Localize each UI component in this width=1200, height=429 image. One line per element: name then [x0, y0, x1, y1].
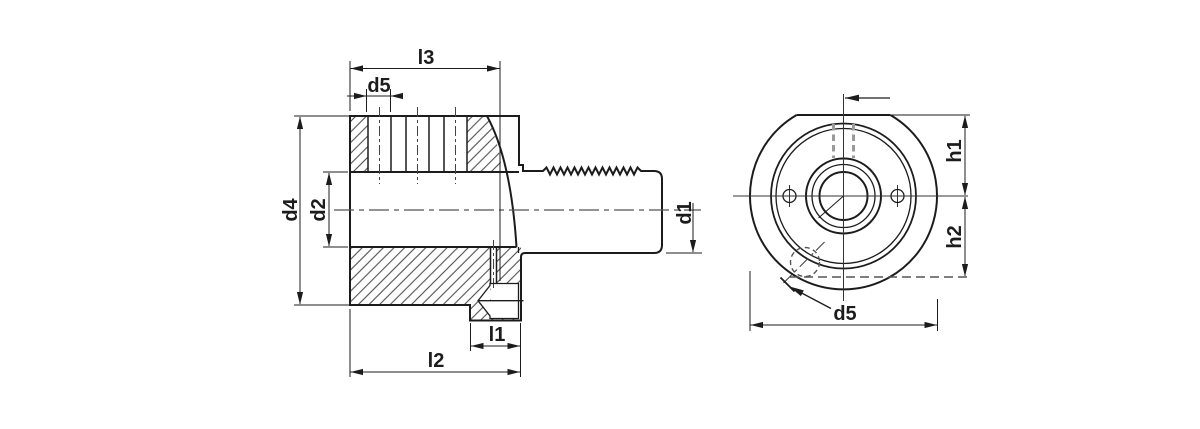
dimension-d4: d4: [280, 115, 349, 306]
dim-label-d4: d4: [280, 197, 302, 221]
arrowhead: [961, 183, 969, 196]
hatch-fill: [467, 116, 502, 172]
hatch-fill: [496, 247, 521, 284]
arrowhead: [350, 65, 363, 72]
pointer-arrow-icon: [789, 286, 804, 297]
dimension-d2: d2: [308, 171, 348, 248]
hidden-screw-circle: [789, 246, 821, 278]
screw-axis-line: [782, 241, 825, 284]
arrowhead: [296, 116, 304, 129]
dimension-h1: h1: [892, 114, 970, 196]
arrowhead: [325, 172, 333, 185]
arrowhead: [325, 234, 333, 247]
neck-curve: [486, 115, 518, 248]
dim-label-d5-slot: d5: [367, 75, 390, 97]
side-view: l3 d5 d4 d2: [280, 47, 702, 377]
arrowhead: [507, 368, 520, 376]
bore-radius-line: [818, 195, 844, 219]
dim-label-l2: l2: [428, 350, 445, 372]
direction-arrow-icon: [845, 94, 859, 102]
arrowhead: [390, 92, 403, 100]
dim-label-h1: h1: [944, 139, 966, 162]
arrowhead: [471, 342, 484, 350]
hatch-fill: [350, 116, 368, 172]
arrowhead: [961, 264, 969, 277]
bottom-screw-cavity: [477, 240, 524, 320]
direction-indicator: [845, 94, 890, 102]
front-view: h1 h2 d5: [733, 94, 970, 331]
clamp-screw-slots: [367, 107, 468, 184]
arrowhead: [961, 196, 969, 209]
dimension-l2: l2: [349, 309, 521, 377]
cavity-outline: [477, 282, 520, 320]
section-tick: [779, 276, 796, 293]
dim-label-d1: d1: [674, 201, 696, 224]
dim-label-l1: l1: [489, 324, 506, 346]
dim-label-d5-flange: d5: [833, 303, 856, 325]
dimension-d1: d1: [666, 201, 702, 254]
arrowhead: [507, 342, 520, 350]
arrowhead: [487, 65, 500, 72]
arrowhead: [689, 240, 697, 253]
dim-label-h2: h2: [944, 225, 966, 248]
dimension-h2: h2: [944, 196, 969, 277]
dimension-l3: l3: [349, 47, 501, 281]
arrowhead: [961, 115, 969, 128]
dimension-d5-slot: d5: [347, 75, 403, 112]
arrowhead: [354, 92, 367, 100]
dimension-l1: l1: [470, 323, 521, 351]
part-outline: [349, 115, 663, 322]
screw-pointer: [789, 286, 832, 310]
section-hatching: [350, 116, 521, 321]
arrowhead: [750, 321, 763, 329]
arrowhead: [296, 292, 304, 305]
hatch-fill: [350, 247, 491, 305]
arrowhead: [350, 368, 363, 376]
dim-label-l3: l3: [418, 47, 435, 69]
dimension-d5-flange: d5: [749, 271, 938, 331]
dim-label-d2: d2: [308, 198, 330, 221]
arrowhead: [924, 321, 937, 329]
